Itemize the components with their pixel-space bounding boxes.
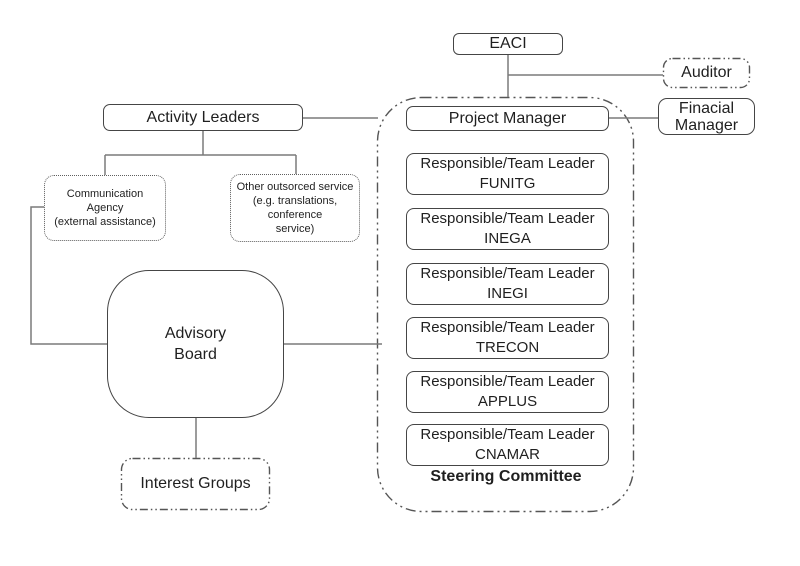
node-communication-agency: Communication Agency (external assistanc… [44,175,166,241]
node-outsourced-service: Other outsorced service (e.g. translatio… [230,174,360,242]
node-project-manager: Project Manager [406,106,609,131]
team-leader-box-trecon: Responsible/Team Leader TRECON [406,317,609,359]
node-financial-manager: Finacial Manager [658,98,755,135]
node-eaci: EACI [453,33,563,55]
steering-committee-container [376,96,635,513]
team-leader-box-funitg: Responsible/Team Leader FUNITG [406,153,609,195]
team-leader-box-cnamar: Responsible/Team Leader CNAMAR [406,424,609,466]
team-leader-box-inega: Responsible/Team Leader INEGA [406,208,609,250]
team-leader-box-inegi: Responsible/Team Leader INEGI [406,263,609,305]
node-auditor: Auditor [681,64,732,82]
node-activity-leaders: Activity Leaders [103,104,303,131]
node-advisory-board: Advisory Board [107,270,284,418]
interest-groups-box-border [120,457,271,511]
node-interest-groups: Interest Groups [140,475,251,493]
steering-committee-label: Steering Committee [430,468,582,486]
connector-communication-advisory [30,206,107,345]
auditor-box-border [662,57,751,89]
team-leader-box-applus: Responsible/Team Leader APPLUS [406,371,609,413]
